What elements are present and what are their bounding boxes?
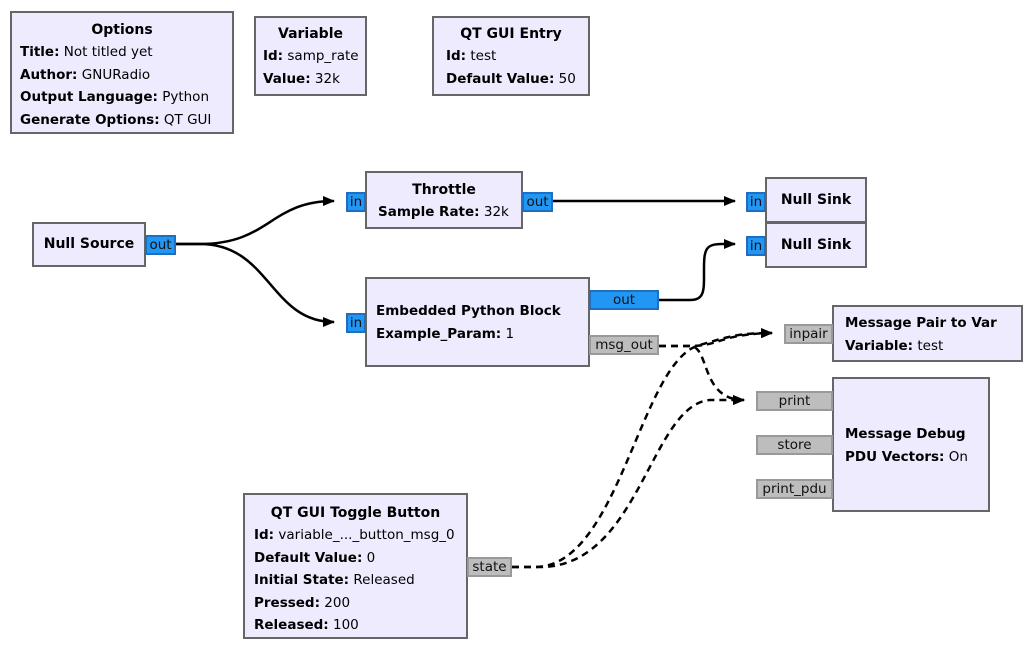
block-null-sink-1[interactable]: Null Sink: [765, 177, 867, 223]
param-id: Id: test: [446, 48, 497, 64]
param-value: Value: 32k: [263, 70, 340, 87]
block-null-sink-2[interactable]: Null Sink: [765, 222, 867, 268]
block-title: Options: [91, 22, 153, 38]
wire-epy-nullsink2[interactable]: [659, 239, 736, 302]
block-title: Variable: [278, 26, 343, 42]
wire-state-print[interactable]: [512, 395, 745, 569]
block-title: Embedded Python Block: [376, 303, 561, 319]
param-initial-state: Initial State: Released: [254, 572, 415, 588]
wire-nullsource-epy[interactable]: [176, 242, 335, 327]
port-embedded-python-msg-out[interactable]: msg_out: [589, 335, 659, 355]
block-message-debug[interactable]: Message Debug PDU Vectors: On: [832, 377, 990, 512]
port-throttle-in[interactable]: in: [346, 192, 366, 212]
block-message-pair-to-var[interactable]: Message Pair to Var Variable: test: [832, 305, 1023, 362]
block-variable[interactable]: Variable Id: samp_rate Value: 32k: [254, 16, 367, 96]
port-message-debug-print[interactable]: print: [756, 391, 833, 411]
port-throttle-out[interactable]: out: [522, 192, 553, 212]
port-message-debug-store[interactable]: store: [756, 435, 833, 455]
port-null-sink-2-in[interactable]: in: [746, 236, 766, 256]
param-example-param: Example_Param: 1: [376, 325, 515, 342]
param-sample-rate: Sample Rate: 32k: [378, 204, 509, 220]
param-author: Author: GNURadio: [20, 66, 151, 83]
block-title: QT GUI Toggle Button: [270, 505, 441, 521]
block-null-source[interactable]: Null Source: [32, 222, 146, 267]
param-default-value: Default Value: 50: [446, 70, 576, 87]
block-embedded-python[interactable]: Embedded Python Block Example_Param: 1: [365, 277, 590, 367]
port-embedded-python-in[interactable]: in: [346, 313, 366, 333]
block-title: Null Sink: [780, 237, 852, 253]
param-released: Released: 100: [254, 617, 359, 633]
port-message-debug-print-pdu[interactable]: print_pdu: [756, 479, 833, 499]
block-throttle[interactable]: Throttle Sample Rate: 32k: [365, 171, 523, 229]
param-generate-options: Generate Options: QT GUI: [20, 111, 212, 128]
port-null-sink-1-in[interactable]: in: [746, 192, 766, 212]
port-toggle-button-state[interactable]: state: [467, 557, 512, 577]
param-id: Id: samp_rate: [263, 48, 359, 64]
param-id: Id: variable_..._button_msg_0: [254, 527, 455, 543]
port-message-pair-to-var-inpair[interactable]: inpair: [784, 324, 833, 344]
param-variable: Variable: test: [845, 337, 944, 354]
port-null-source-out[interactable]: out: [145, 235, 176, 255]
param-output-language: Output Language: Python: [20, 89, 209, 105]
block-title: Message Pair to Var: [845, 315, 997, 331]
wire-nullsource-throttle[interactable]: [176, 196, 335, 246]
block-title: Message Debug: [845, 426, 966, 442]
block-title: QT GUI Entry: [460, 26, 562, 42]
param-pressed: Pressed: 200: [254, 594, 351, 611]
param-pdu-vectors: PDU Vectors: On: [845, 448, 968, 465]
port-embedded-python-out[interactable]: out: [589, 290, 659, 310]
block-title: Null Sink: [780, 192, 852, 208]
block-options[interactable]: Options Title: Not titled yet Author: GN…: [10, 11, 234, 134]
wire-msgout-inpair[interactable]: [659, 328, 773, 348]
param-title: Title: Not titled yet: [20, 44, 153, 60]
wire-state-inpair[interactable]: [512, 328, 773, 569]
block-title: Throttle: [412, 182, 476, 198]
wire-msgout-print[interactable]: [659, 344, 745, 405]
block-qt-gui-entry[interactable]: QT GUI Entry Id: test Default Value: 50: [432, 16, 590, 96]
param-default-value: Default Value: 0: [254, 549, 376, 566]
block-title: Null Source: [43, 236, 135, 252]
block-qt-gui-toggle-button[interactable]: QT GUI Toggle Button Id: variable_..._bu…: [243, 493, 468, 639]
